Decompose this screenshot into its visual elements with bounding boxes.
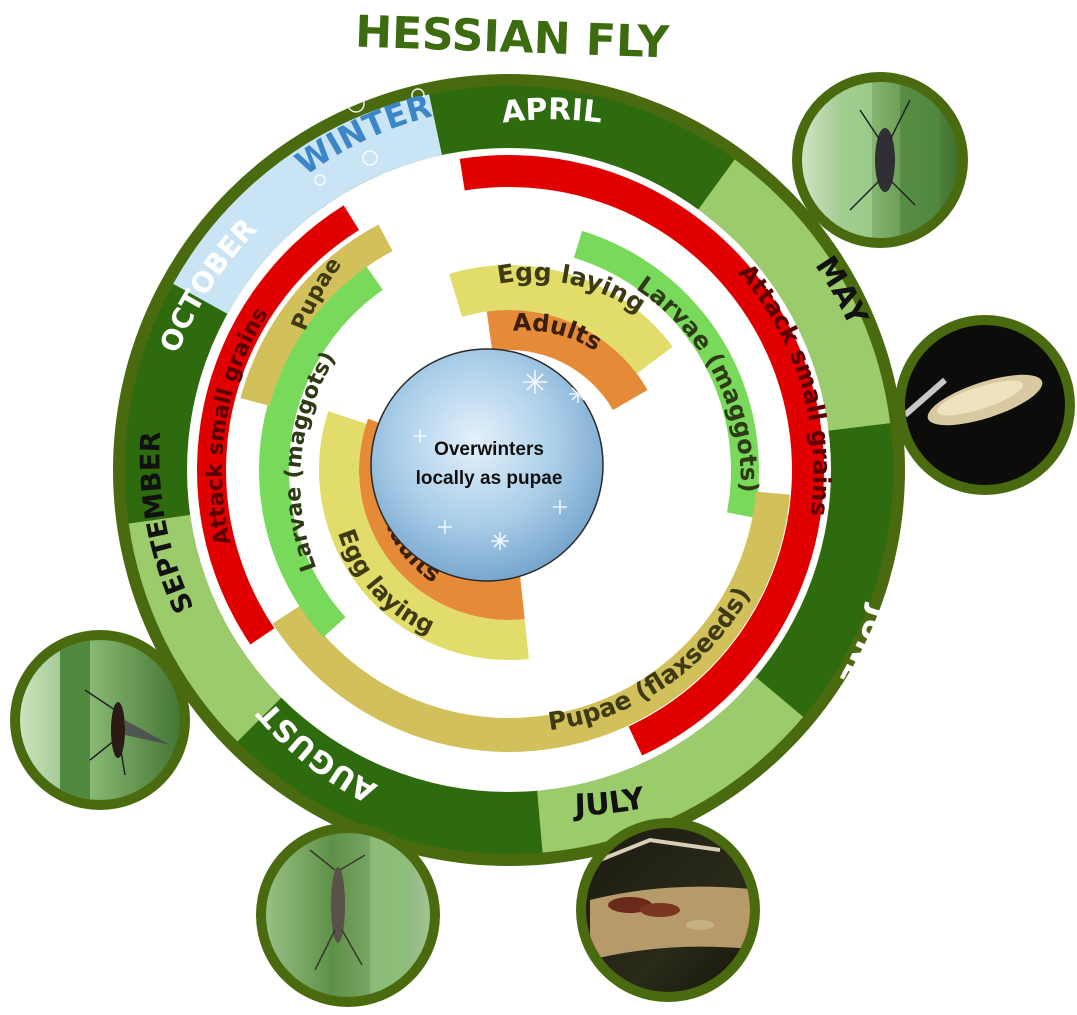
photo-adult-on-leaf-bottom	[256, 823, 440, 1007]
photo-pupae-flaxseeds	[576, 818, 760, 1002]
photo-adult-on-leaf-left	[10, 630, 190, 810]
month-label-april: APRIL	[500, 92, 604, 130]
diagram-title: HESSIAN FLY	[354, 7, 671, 69]
photo-adult-on-leaf-top	[792, 72, 968, 248]
photo-larva-closeup	[895, 315, 1075, 495]
center-label-line2: locally as pupae	[416, 468, 563, 489]
center-label-line1: Overwinters	[434, 439, 544, 460]
center-overwinter-circle: Overwinters locally as pupae	[371, 349, 603, 581]
